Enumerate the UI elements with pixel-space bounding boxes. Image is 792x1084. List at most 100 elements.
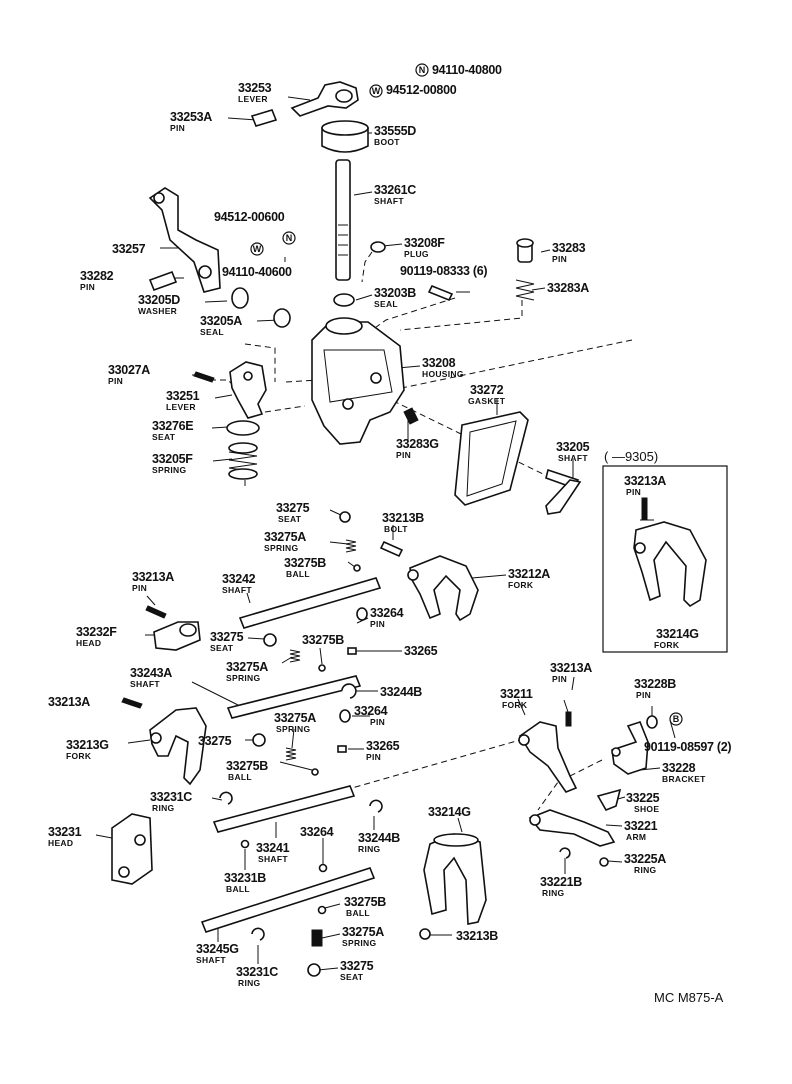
part-number: 33283G — [396, 437, 439, 451]
part-description: RING — [542, 888, 565, 898]
part-description: BOOT — [374, 137, 400, 147]
part-number: 33228B — [634, 677, 676, 691]
part-33213b-bolt-lower — [419, 928, 431, 940]
part-33275a-spring-mid — [289, 649, 301, 663]
part-number: 33203B — [374, 286, 416, 300]
part-description: PIN — [552, 674, 567, 684]
part-number: 33208 — [422, 356, 456, 370]
part-description: BALL — [346, 908, 370, 918]
part-number: 33275A — [342, 925, 384, 939]
part-33208f-plug — [370, 241, 386, 253]
part-33275b-ball-top — [353, 564, 361, 572]
part-number: 33253A — [170, 110, 212, 124]
diagram-code: MC M875-A — [654, 990, 724, 1005]
part-number: 33275A — [264, 530, 306, 544]
part-description: SHOE — [634, 804, 659, 814]
part-description: SPRING — [264, 543, 298, 553]
part-number: 33213A — [624, 474, 666, 488]
part-number: 33221B — [540, 875, 582, 889]
part-description: SPRING — [276, 724, 310, 734]
part-number: 33283A — [547, 281, 589, 295]
part-number: 94512-00800 — [386, 83, 457, 97]
part-33203b-seal — [333, 293, 355, 307]
part-number: 33257 — [112, 242, 146, 256]
parts — [111, 81, 728, 977]
part-33214g-fork-box — [633, 521, 707, 608]
part-33283a-spring — [515, 279, 535, 301]
part-description: BALL — [286, 569, 310, 579]
part-description: SHAFT — [196, 955, 226, 965]
part-33275-seat-mid — [263, 633, 277, 647]
variant-range: ( —9305) — [604, 449, 658, 464]
part-description: WASHER — [138, 306, 177, 316]
part-33275-seat-top — [339, 511, 351, 523]
part-description: SHAFT — [558, 453, 588, 463]
part-33253a-pin — [250, 109, 278, 127]
part-33243a-shaft — [226, 675, 362, 719]
part-description: SPRING — [226, 673, 260, 683]
part-number: 33275 — [198, 734, 232, 748]
part-33261c-shaft — [335, 159, 351, 281]
part-description: SEAT — [152, 432, 176, 442]
part-33205-shaft — [545, 468, 582, 515]
part-description: PIN — [132, 583, 147, 593]
part-description: PIN — [80, 282, 95, 292]
part-90119-08333-bolt — [427, 284, 454, 302]
part-number: 33275 — [276, 501, 310, 515]
part-number: 33275A — [226, 660, 268, 674]
part-number: 33231 — [48, 825, 82, 839]
part-number: 33244B — [380, 685, 422, 699]
part-33275a-spring-lower — [285, 747, 297, 761]
part-33213g-fork — [149, 707, 207, 786]
part-description: PIN — [370, 619, 385, 629]
part-33231-head — [111, 813, 153, 885]
part-description: PIN — [170, 123, 185, 133]
part-33283-pin — [516, 238, 534, 263]
part-33208-housing — [311, 317, 405, 445]
part-33275-seat-lower — [252, 733, 266, 747]
part-number: 33241 — [256, 841, 290, 855]
part-description: PIN — [370, 717, 385, 727]
part-number: 33283 — [552, 241, 586, 255]
part-33265-pin-top — [347, 647, 357, 655]
part-33213a-pin-right — [565, 711, 572, 727]
part-33251-lever — [229, 361, 267, 419]
part-number: 33213A — [48, 695, 90, 709]
part-number: 33264 — [300, 825, 334, 839]
part-33253-lever — [290, 81, 359, 117]
part-33275b-ball-bottom — [317, 905, 327, 915]
part-description: RING — [358, 844, 381, 854]
part-description: BALL — [228, 772, 252, 782]
part-number: 33027A — [108, 363, 150, 377]
part-number: 33275 — [340, 959, 374, 973]
part-number: 33243A — [130, 666, 172, 680]
part-33242-shaft — [238, 577, 382, 629]
part-number: 94110-40800 — [432, 63, 502, 77]
part-description: RING — [238, 978, 261, 988]
mark-w1: W — [369, 84, 383, 98]
part-description: PIN — [552, 254, 567, 264]
part-33232f-head — [153, 621, 201, 651]
part-description: HEAD — [48, 838, 73, 848]
part-33257 — [148, 187, 221, 293]
part-33275b-ball-mid — [318, 664, 326, 672]
part-description: PIN — [108, 376, 123, 386]
mark-n1: N — [415, 63, 429, 77]
part-description: GASKET — [468, 396, 506, 406]
part-number: 33225A — [624, 852, 666, 866]
part-number: 33276E — [152, 419, 193, 433]
part-33205a-seal — [273, 308, 291, 328]
part-number: 33231B — [224, 871, 266, 885]
part-number: 33275 — [210, 630, 244, 644]
assembly-lines — [210, 251, 633, 811]
part-description: SPRING — [342, 938, 376, 948]
part-number: 33253 — [238, 81, 272, 95]
part-description: SPRING — [152, 465, 186, 475]
part-33555d-boot — [321, 120, 369, 153]
part-number: 33205A — [200, 314, 242, 328]
part-description: FORK — [654, 640, 680, 650]
part-description: PIN — [396, 450, 411, 460]
part-number: 33221 — [624, 819, 658, 833]
part-33221-arm — [528, 809, 616, 847]
part-33027a-pin — [193, 371, 215, 383]
